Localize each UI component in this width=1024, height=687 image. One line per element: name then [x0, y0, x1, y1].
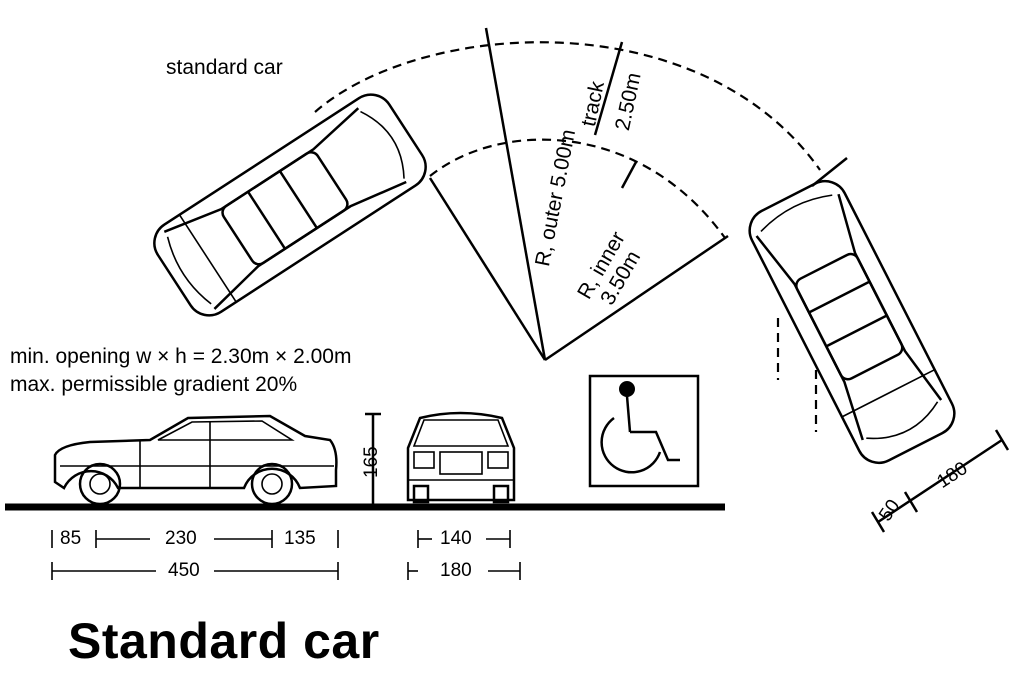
wheelbase-value: 230: [165, 528, 197, 549]
max-gradient-text: max. permissible gradient 20%: [10, 373, 298, 396]
length-dimensions: [51, 530, 339, 580]
track-width-value: 140: [440, 528, 472, 549]
front-overhang-value: 85: [60, 528, 82, 549]
total-width-value: 180: [440, 560, 472, 581]
radius-line-outer: [484, 27, 547, 361]
inner-tick: [620, 161, 638, 189]
car-plan-view-left: [153, 93, 427, 317]
side-dimension-line: [870, 429, 1010, 533]
outer-turning-arc: [314, 41, 821, 171]
car-plan-view-right: [748, 179, 956, 465]
radius-line-left: [428, 177, 547, 361]
width-dimensions: [407, 530, 521, 580]
rear-overhang-value: 135: [284, 528, 316, 549]
page-title: Standard car: [68, 613, 380, 669]
min-opening-text: min. opening w × h = 2.30m × 2.00m: [10, 345, 352, 368]
standard-car-label: standard car: [166, 56, 283, 79]
wheelchair-icon: [588, 374, 700, 488]
total-length-value: 450: [168, 560, 200, 581]
height-value: 165: [361, 446, 382, 478]
inner-turning-arc: [429, 138, 726, 239]
car-front-view: [406, 411, 516, 504]
track-tick: [593, 41, 624, 136]
height-dimension: [365, 412, 381, 505]
radius-line-right: [544, 234, 729, 362]
car-side-view: [53, 414, 338, 506]
